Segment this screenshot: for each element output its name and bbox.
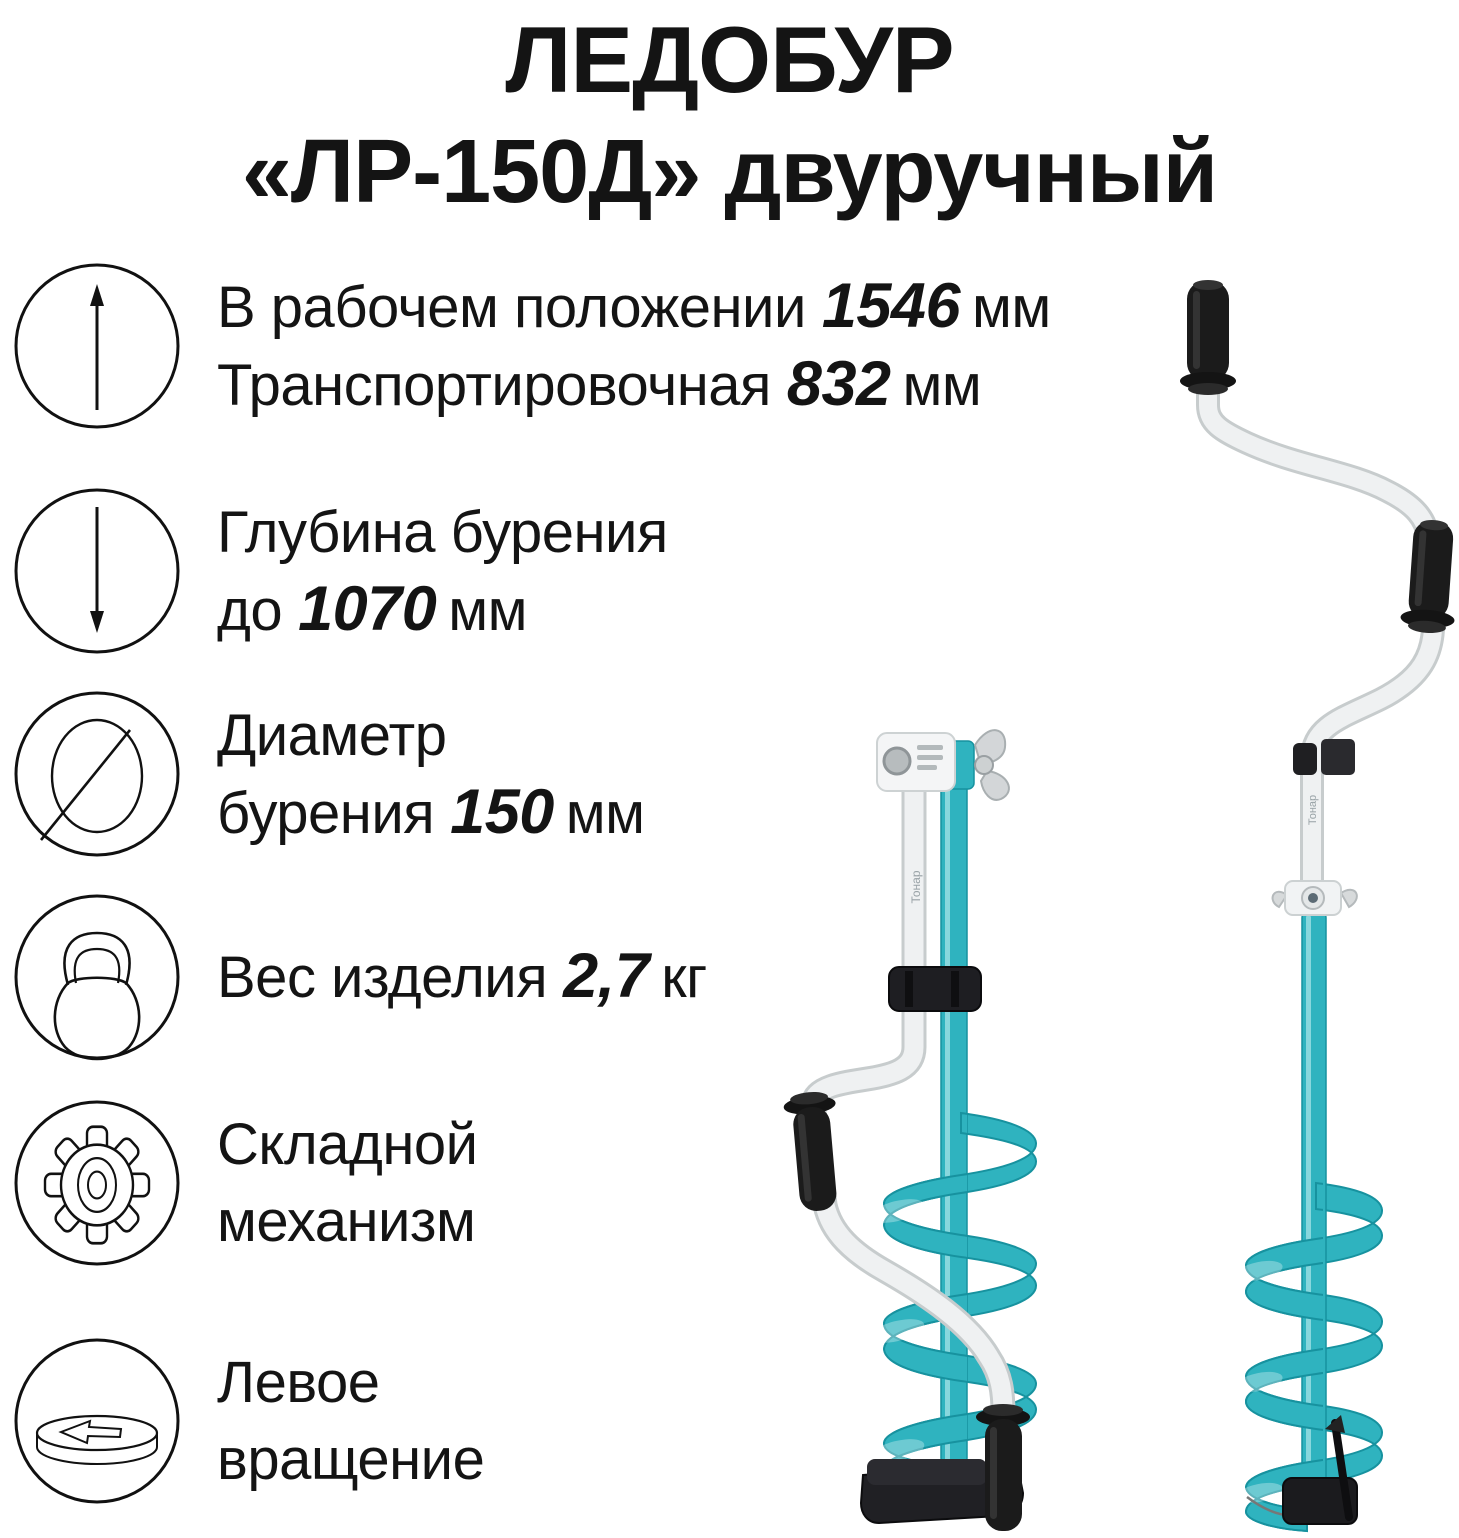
spec-label: Диаметр [217, 702, 447, 768]
spec-label: Вес изделия [217, 945, 548, 1010]
page-title: ЛЕДОБУР «ЛР-150Д» двуручный [0, 4, 1459, 228]
spec-label: Транспортировочная [217, 353, 771, 418]
spec-row-folding: Складной механизм [13, 1099, 478, 1267]
spec-value: 1070 [298, 573, 437, 644]
folding-head [876, 729, 1010, 801]
brand-label: Тонар [909, 870, 923, 903]
blade-guard [1246, 1415, 1358, 1525]
spec-unit: мм [448, 577, 528, 643]
diameter-icon [14, 691, 180, 857]
kettlebell-icon [14, 894, 180, 1061]
blade-guard [859, 1459, 1025, 1525]
arrow-up-icon [14, 263, 180, 429]
spec-text: Складной механизм [217, 1106, 478, 1260]
transport-clamp [888, 966, 982, 1012]
spec-label: механизм [217, 1189, 476, 1254]
shaft-clip [1293, 739, 1355, 775]
brand-label: Тонар [1307, 795, 1319, 825]
handle-grip-top [1180, 280, 1236, 395]
ice-auger-extended: Тонар [1180, 280, 1455, 1533]
spec-unit: мм [972, 275, 1051, 340]
handle-grip-lower [976, 1404, 1030, 1531]
spec-label: бурения [217, 780, 435, 846]
spec-value: 832 [786, 349, 891, 419]
guard-lever [1331, 1419, 1353, 1521]
spec-value: 2,7 [563, 941, 650, 1011]
spec-label: Глубина бурения [217, 499, 668, 565]
spec-unit: мм [565, 780, 645, 846]
handle-grip-middle [1400, 520, 1455, 633]
spec-value: 150 [450, 776, 554, 847]
handle-grip-upper [783, 1092, 837, 1211]
product-photo-transport-position: Тонар [755, 715, 1185, 1538]
spec-row-rotation: Левое вращение [13, 1337, 485, 1505]
spec-unit: мм [902, 353, 982, 418]
spec-label: В рабочем положении [217, 275, 806, 340]
spec-unit: кг [661, 945, 707, 1010]
spec-text: Левое вращение [217, 1344, 485, 1498]
title-line1: ЛЕДОБУР [505, 7, 954, 112]
folding-joint [1271, 880, 1358, 916]
arrow-down-icon [14, 488, 180, 654]
product-photo-working-position: Тонар [1135, 265, 1459, 1538]
crank-handle [1196, 379, 1446, 899]
spec-value: 1546 [821, 271, 961, 341]
spec-label: Левое [217, 1350, 380, 1415]
ice-auger-folded: Тонар [783, 729, 1038, 1531]
spec-label: Складной [217, 1112, 478, 1177]
title-line2: «ЛР-150Д» двуручный [241, 122, 1218, 222]
spec-label: до [217, 577, 283, 643]
rotation-left-icon [14, 1338, 180, 1504]
spec-label: вращение [217, 1427, 485, 1492]
gear-icon [14, 1100, 180, 1266]
crank-handle [800, 772, 1016, 1528]
